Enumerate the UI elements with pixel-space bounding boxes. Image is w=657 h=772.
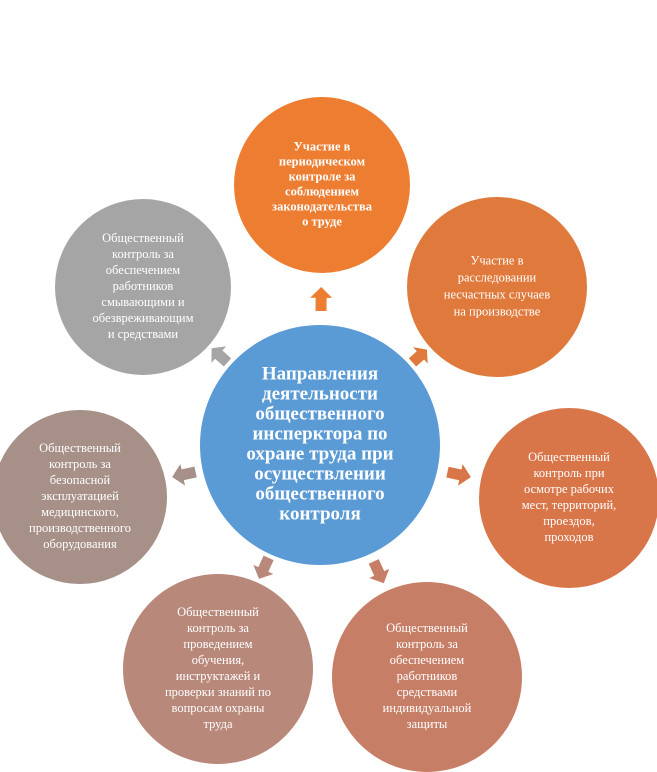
- node-label-line: деятельности: [262, 383, 378, 404]
- node-upper-left: Общественный контроль за обеспечением работ…: [55, 199, 231, 375]
- node-label-line: оборудования: [43, 537, 117, 551]
- node-circle: [407, 197, 587, 377]
- node-label-line: общественного: [255, 483, 384, 504]
- node-label-line: индивидуальной: [383, 701, 472, 715]
- node-label-line: инструктажей и: [176, 669, 261, 683]
- node-circle: [123, 574, 313, 764]
- node-label-line: вопросам охраны: [172, 701, 266, 715]
- center-layer: Направлениядеятельностиобщественногоинсп…: [200, 325, 440, 565]
- node-label-line: мест, территорий,: [522, 498, 617, 512]
- node-label-line: обеспечением: [390, 653, 465, 667]
- node-label-line: контроле за: [289, 169, 357, 183]
- arrow-to-lower-right: [368, 559, 390, 584]
- arrow-to-lower-left: [253, 555, 274, 579]
- arrow-to-upper-right: [408, 347, 428, 367]
- node-label-line: смывающими и: [101, 295, 185, 309]
- node-label-line: о труде: [302, 214, 342, 228]
- node-upper-right: Участие в расследовании несчастных случаев…: [407, 197, 587, 377]
- node-label-line: средствами: [397, 685, 458, 699]
- arrows-layer: [172, 287, 471, 584]
- node-label-line: несчастных случаев: [444, 287, 551, 301]
- node-label-line: Общественный: [102, 231, 184, 245]
- node-label-line: Участие в: [294, 139, 351, 153]
- node-label-line: Общественный: [39, 441, 121, 455]
- node-label-line: осуществлении: [254, 463, 386, 484]
- node-label-line: производственного: [29, 521, 131, 535]
- arrow-to-top: [310, 287, 333, 312]
- node-label-line: Общественный: [528, 450, 610, 464]
- node-label-line: инсперктора по: [252, 423, 387, 444]
- node-label-line: Общественный: [177, 605, 259, 619]
- arrow-to-left: [172, 463, 197, 486]
- node-label-line: осмотре рабочих: [524, 482, 615, 496]
- node-left: Общественный контроль за безопасной эксплуа…: [0, 410, 167, 584]
- node-lower-left: Общественный контроль за проведением обучен…: [123, 574, 313, 764]
- node-label-line: контроля: [279, 503, 360, 524]
- node-label-line: безопасной: [50, 473, 111, 487]
- node-circle: [55, 199, 231, 375]
- node-lower-right: Общественный контроль за обеспечением работ…: [332, 582, 522, 772]
- center-node: Направлениядеятельностиобщественногоинсп…: [200, 325, 440, 565]
- node-label-line: соблюдением: [285, 184, 359, 198]
- node-label-line: обезвреживающим: [93, 311, 194, 325]
- node-circle: [234, 97, 410, 273]
- node-circle: [479, 408, 657, 588]
- node-label-line: защиты: [407, 717, 448, 731]
- node-label-line: расследовании: [458, 270, 537, 284]
- node-label-line: охране труда при: [246, 443, 393, 464]
- node-label-line: медицинского,: [41, 505, 119, 519]
- node-label-line: периодическом: [279, 154, 366, 168]
- node-label-line: Направления: [262, 363, 378, 384]
- arrow-to-right: [446, 464, 471, 486]
- node-right: Общественный контроль при осмотре рабочих м…: [479, 408, 657, 588]
- node-label-line: общественного: [255, 403, 384, 424]
- node-label-line: труда: [203, 717, 233, 731]
- node-label-line: эксплуатацией: [41, 489, 119, 503]
- arrow-to-upper-left: [211, 346, 232, 367]
- node-label-line: на производстве: [454, 304, 541, 318]
- node-label-line: контроль за: [49, 457, 111, 471]
- node-label-line: контроль за: [396, 637, 458, 651]
- node-circle: [332, 582, 522, 772]
- node-label-line: обеспечением: [106, 263, 181, 277]
- node-label-line: проверки знаний по: [165, 685, 271, 699]
- node-label-line: и средствами: [108, 327, 179, 341]
- node-label-line: работников: [113, 279, 174, 293]
- node-circle: [0, 410, 167, 584]
- node-label-line: проходов: [544, 530, 593, 544]
- node-label-line: проездов,: [543, 514, 594, 528]
- node-label-line: обучения,: [192, 653, 244, 667]
- node-label-line: работников: [397, 669, 458, 683]
- node-label-line: законодательства: [272, 199, 373, 213]
- node-label-line: проведением: [183, 637, 252, 651]
- node-label-line: контроль за: [112, 247, 174, 261]
- node-label-line: контроль за: [187, 621, 249, 635]
- center-circle: [200, 325, 440, 565]
- node-label-line: контроль при: [533, 466, 604, 480]
- node-label-line: Участие в: [471, 253, 524, 267]
- node-label-line: Общественный: [386, 621, 468, 635]
